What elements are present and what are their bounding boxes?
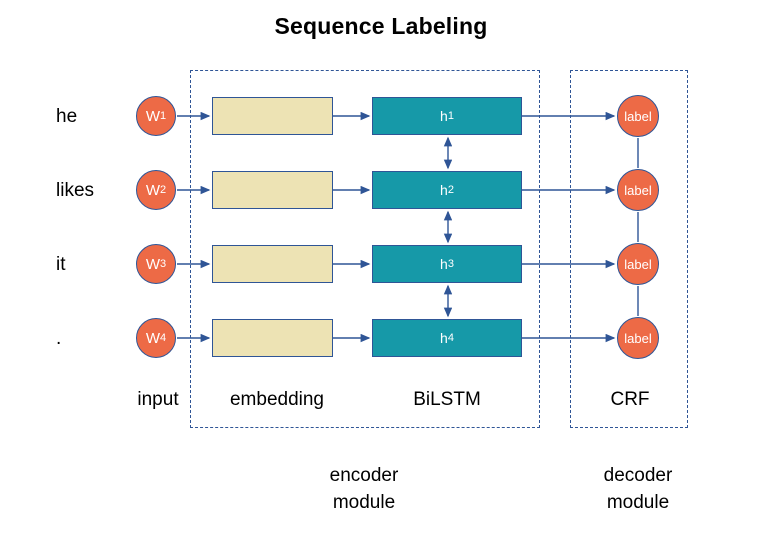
- stage-caption-crf: CRF: [610, 389, 650, 410]
- hidden-state-index-3: 3: [447, 258, 454, 270]
- stage-caption-embedding: embedding: [229, 389, 325, 410]
- hidden-state-index-4: 4: [447, 332, 454, 344]
- token-circle-label-4: W: [145, 329, 161, 347]
- label-circle-3[interactable]: label: [617, 243, 659, 285]
- word-label-2: likes: [56, 180, 95, 201]
- hidden-state-label-1: h: [440, 108, 448, 124]
- embedding-box-2[interactable]: [212, 171, 333, 209]
- encoder-module-caption: encoder module: [274, 462, 454, 516]
- hidden-state-index-2: 2: [447, 184, 454, 196]
- hidden-state-label-2: h: [440, 182, 448, 198]
- token-circle-label-2: W: [145, 181, 161, 199]
- word-label-3: it: [56, 254, 66, 275]
- hidden-state-index-1: 1: [447, 110, 454, 122]
- embedding-box-1[interactable]: [212, 97, 333, 135]
- token-circle-label-1: W: [145, 107, 161, 125]
- decoder-module-caption: decoder module: [548, 462, 728, 516]
- label-circle-1[interactable]: label: [617, 95, 659, 137]
- label-circle-2[interactable]: label: [617, 169, 659, 211]
- token-circle-label-3: W: [145, 255, 161, 273]
- embedding-box-4[interactable]: [212, 319, 333, 357]
- word-label-1: he: [56, 106, 78, 127]
- stage-caption-bilstm: BiLSTM: [413, 389, 481, 410]
- decoder-module-caption-line2: module: [606, 492, 670, 513]
- decoder-module-caption-line1: decoder: [603, 465, 673, 486]
- token-circle-index-4: 4: [160, 332, 167, 344]
- encoder-module-frame: [190, 70, 540, 428]
- token-circle-index-1: 1: [160, 110, 167, 122]
- word-label-4: .: [56, 328, 62, 349]
- label-circle-4[interactable]: label: [617, 317, 659, 359]
- token-circle-index-2: 2: [160, 184, 167, 196]
- encoder-module-caption-line2: module: [332, 492, 396, 513]
- page-title: Sequence Labeling: [274, 13, 488, 39]
- embedding-box-3[interactable]: [212, 245, 333, 283]
- hidden-state-label-3: h: [440, 256, 448, 272]
- encoder-module-caption-line1: encoder: [329, 465, 399, 486]
- decoder-module-frame: [570, 70, 688, 428]
- token-circle-index-3: 3: [160, 258, 167, 270]
- hidden-state-label-4: h: [440, 330, 448, 346]
- stage-caption-input: input: [137, 389, 179, 410]
